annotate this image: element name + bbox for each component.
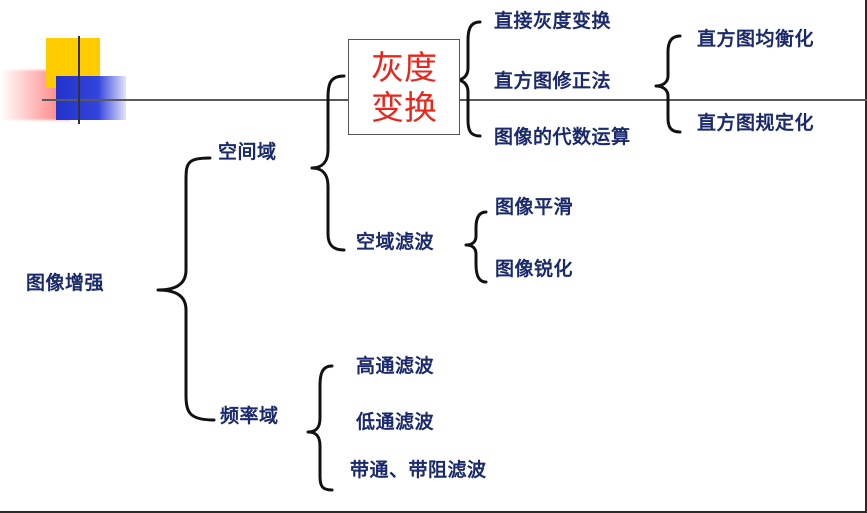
decor-blue-block: [56, 76, 126, 120]
brace-root: [156, 156, 216, 422]
brace-histogram: [654, 34, 682, 134]
brace-filter: [464, 210, 488, 284]
brace-frequency: [306, 364, 334, 492]
root-label: 图像增强: [26, 272, 105, 294]
gray-transform-label: 灰度变换: [371, 48, 437, 127]
gray-item-histogram-correction: 直方图修正法: [494, 70, 612, 92]
brace-spatial: [310, 74, 346, 252]
frequency-domain-label: 频率域: [220, 405, 279, 427]
decor-vertical-line: [78, 36, 80, 124]
histogram-equalization: 直方图均衡化: [697, 28, 815, 50]
freq-item-lowpass: 低通滤波: [356, 411, 435, 433]
freq-item-highpass: 高通滤波: [356, 355, 435, 377]
filter-item-smoothing: 图像平滑: [495, 196, 574, 218]
freq-item-bandpass: 带通、带阻滤波: [350, 459, 487, 481]
filter-item-sharpening: 图像锐化: [495, 258, 574, 280]
histogram-specification: 直方图规定化: [697, 112, 815, 134]
spatial-filter-label: 空域滤波: [356, 231, 435, 253]
gray-item-algebra: 图像的代数运算: [494, 126, 631, 148]
spatial-domain-label: 空间域: [218, 141, 277, 163]
gray-transform-box: 灰度变换: [348, 39, 460, 135]
gray-item-direct: 直接灰度变换: [494, 10, 612, 32]
